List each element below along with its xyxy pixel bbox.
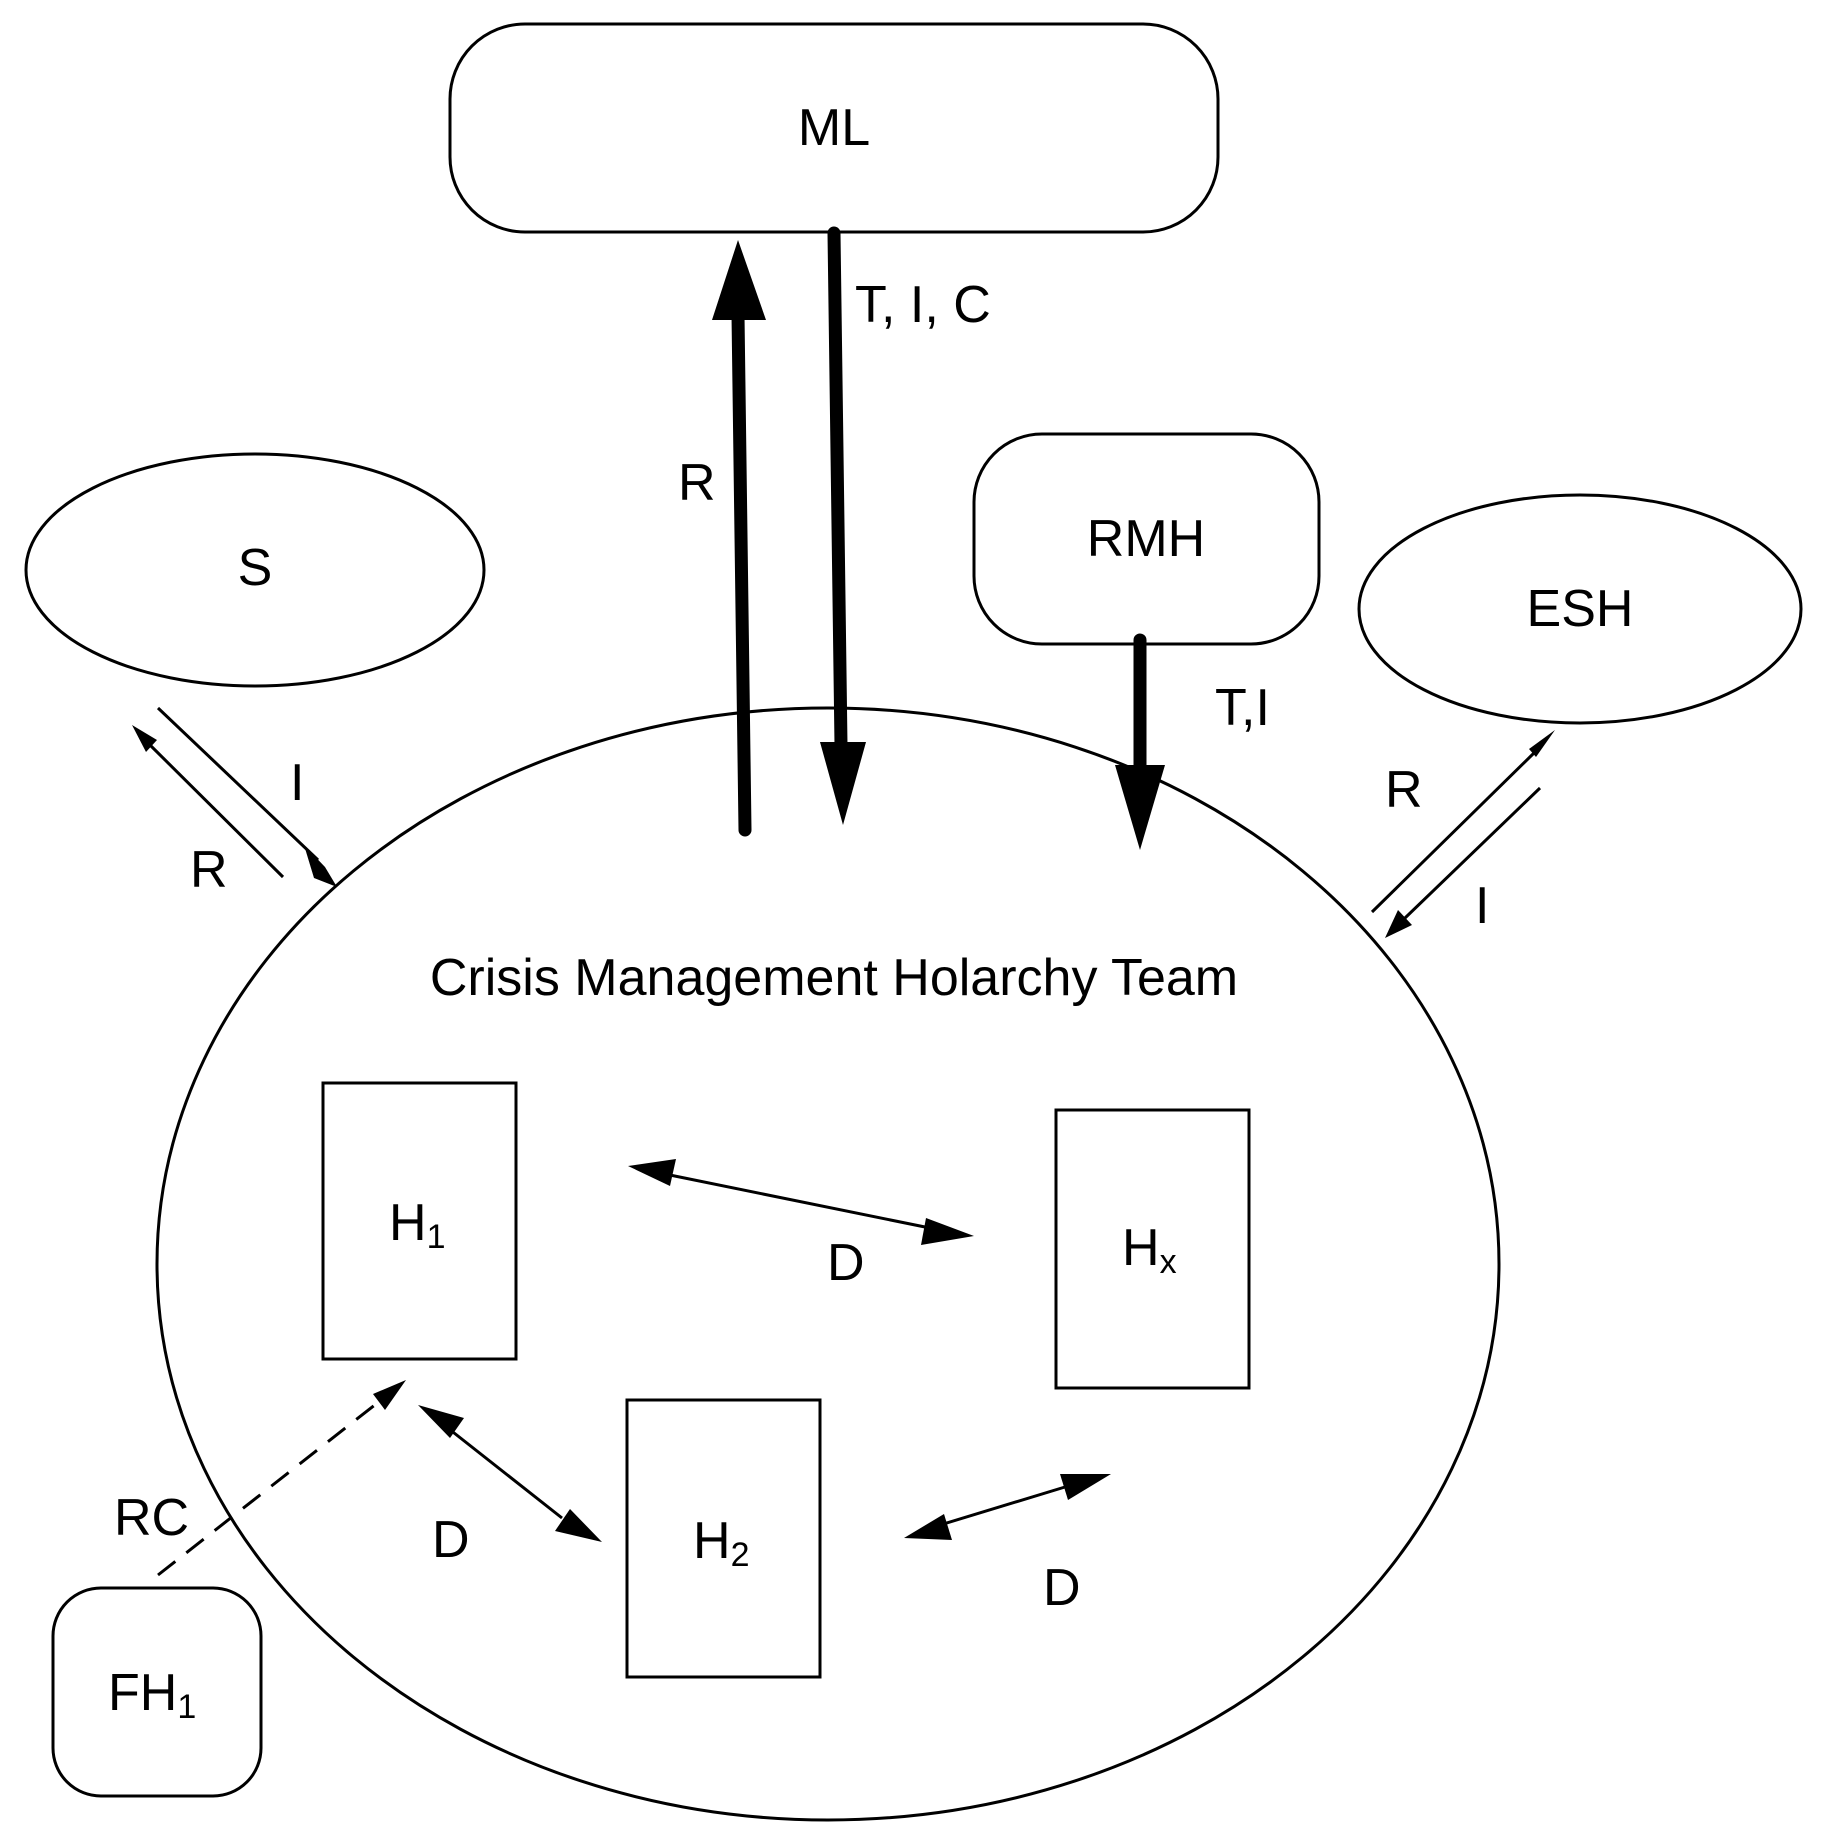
d-h1-h2-label: D [432, 1511, 470, 1569]
h1-h2-dependency-arrow [418, 1405, 602, 1542]
fh1-node: FH1 [51, 1586, 263, 1798]
s-to-team-arrow [156, 706, 337, 887]
esh-out-label: R [1385, 761, 1423, 819]
esh-node: ESH [1357, 493, 1803, 725]
ml-label: ML [798, 99, 870, 157]
hx-label: Hx [1122, 1219, 1177, 1281]
rmh-node: RMH [972, 432, 1321, 646]
rmh-to-team-arrow [1115, 633, 1165, 850]
team-to-esh-arrow [1370, 730, 1555, 914]
rmh-down-label: T,I [1215, 679, 1270, 737]
fh1-label: FH1 [108, 1664, 196, 1726]
rmh-label: RMH [1087, 510, 1205, 568]
rc-label: RC [114, 1489, 189, 1547]
h2-hx-dependency-arrow [904, 1474, 1111, 1540]
s-in-label: I [290, 754, 304, 812]
ml-down-label: T, I, C [855, 276, 991, 334]
esh-label: ESH [1527, 580, 1634, 638]
fh1-to-h1-rc-arrow [157, 1380, 406, 1577]
d-h1-hx-label: D [827, 1234, 865, 1292]
h1-hx-dependency-arrow [628, 1159, 974, 1245]
s-label: S [238, 539, 273, 597]
d-h2-hx-label: D [1043, 1559, 1081, 1617]
team-to-ml-arrow [712, 240, 766, 837]
crisis-team-label: Crisis Management Holarchy Team [430, 949, 1238, 1007]
h1-label: H1 [389, 1194, 445, 1256]
s-out-label: R [190, 841, 228, 899]
hx-holon: Hx [1054, 1108, 1251, 1390]
ml-to-team-arrow [820, 226, 866, 825]
ml-up-label: R [678, 454, 716, 512]
esh-in-label: I [1475, 877, 1489, 935]
crisis-team-node: Crisis Management Holarchy Team [155, 706, 1501, 1822]
s-node: S [24, 452, 486, 688]
esh-to-team-arrow [1385, 786, 1542, 938]
team-to-s-arrow [132, 725, 285, 879]
ml-node: ML [448, 22, 1220, 234]
h2-label: H2 [693, 1512, 749, 1574]
h1-holon: H1 [321, 1081, 518, 1361]
h2-holon: H2 [625, 1398, 822, 1679]
